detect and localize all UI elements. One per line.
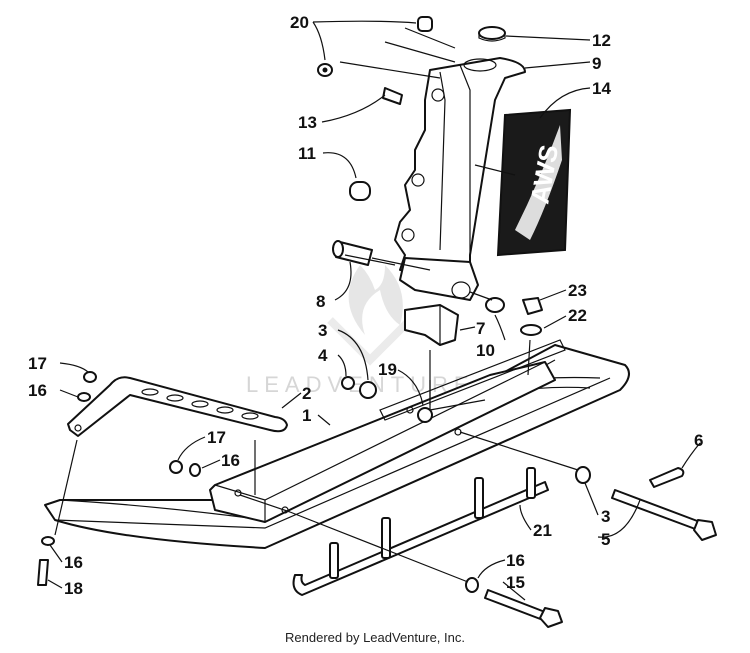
spindle-cap [478, 26, 506, 42]
callout-8: 8 [316, 292, 325, 311]
callout-17-mid: 17 [207, 428, 226, 447]
callout-16-mid: 16 [221, 451, 240, 470]
hardware [37, 16, 717, 628]
callout-17-left: 17 [28, 354, 47, 373]
callout-10: 10 [476, 341, 495, 360]
callout-16-bottom-left: 16 [64, 553, 83, 572]
callout-5: 5 [601, 530, 610, 549]
watermark-text: LEADVENTURE [246, 372, 475, 397]
watermark-logo [327, 265, 413, 366]
callout-2: 2 [302, 384, 311, 403]
callout-22: 22 [568, 306, 587, 325]
callout-19: 19 [378, 360, 397, 379]
callout-4: 4 [318, 346, 328, 365]
callout-9: 9 [592, 54, 601, 73]
wear-bar [292, 467, 549, 596]
callout-12: 12 [592, 31, 611, 50]
callout-6: 6 [694, 431, 703, 450]
callout-16-bottom-right: 16 [506, 551, 525, 570]
callout-13: 13 [298, 113, 317, 132]
callout-7: 7 [476, 319, 485, 338]
callout-14: 14 [592, 79, 611, 98]
callout-1: 1 [302, 406, 311, 425]
decal: AWS [496, 108, 572, 257]
callout-3-top: 3 [318, 321, 327, 340]
leader-lines [47, 20, 701, 601]
callout-18: 18 [64, 579, 83, 598]
callout-21: 21 [533, 521, 552, 540]
callout-11: 11 [298, 144, 316, 163]
callout-15: 15 [506, 573, 525, 592]
render-credit: Rendered by LeadVenture, Inc. [285, 630, 465, 645]
callout-16-left: 16 [28, 381, 47, 400]
ski-saddle [209, 339, 566, 523]
callout-20: 20 [290, 13, 309, 32]
callout-labels: 20 12 9 14 13 11 8 23 22 7 10 3 4 19 17 … [28, 13, 703, 598]
spindle [394, 57, 526, 301]
callout-3-right: 3 [601, 507, 610, 526]
callout-23: 23 [568, 281, 587, 300]
ski-loop [67, 376, 288, 437]
